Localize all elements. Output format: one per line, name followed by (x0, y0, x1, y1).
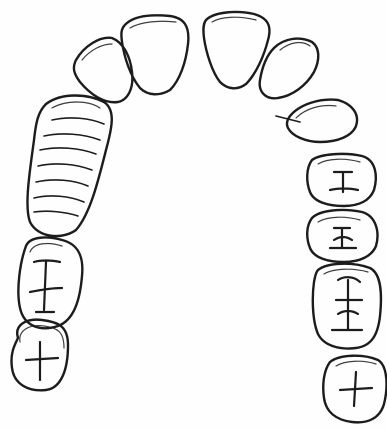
cross-mark-icon (26, 342, 58, 380)
tooth-left-second-premolar (307, 210, 377, 262)
hatch-line (40, 148, 96, 154)
i-beam-mark-icon (330, 172, 358, 192)
tooth-left-canine (276, 100, 357, 142)
tooth-inner-outline (324, 269, 368, 274)
hatch-line (36, 180, 88, 186)
hatch-line (44, 134, 100, 140)
tooth-inner-outline (52, 102, 100, 108)
tooth-outline (307, 154, 376, 206)
double-i-beam-mark-icon (332, 277, 362, 330)
hatch-line (34, 196, 84, 202)
tooth-inner-outline (280, 43, 310, 50)
tooth-right-second-premolar (27, 96, 111, 237)
hatch-line (38, 164, 92, 170)
tooth-left-lateral-incisor (260, 39, 319, 99)
tooth-outline (260, 39, 319, 99)
tooth-inner-outline (318, 159, 360, 164)
tooth-inner-outline (336, 361, 376, 366)
tooth-inner-outline (30, 244, 62, 252)
cross-mark-icon (340, 372, 372, 406)
tooth-left-first-premolar (307, 154, 376, 206)
tooth-inner-outline (130, 21, 176, 28)
tooth-right-first-molar (18, 238, 82, 329)
i-beam-hat-mark-icon (330, 228, 356, 248)
tooth-left-first-molar (313, 264, 381, 349)
tooth-left-second-molar (323, 356, 386, 423)
hatch-line (52, 118, 104, 124)
hatch-line (34, 211, 78, 216)
i-beam-cross-mark-icon (30, 261, 62, 313)
tooth-outline (18, 238, 82, 329)
tooth-inner-outline (212, 17, 256, 22)
tooth-right-second-molar (11, 320, 68, 391)
tooth-inner-outline (318, 217, 360, 222)
